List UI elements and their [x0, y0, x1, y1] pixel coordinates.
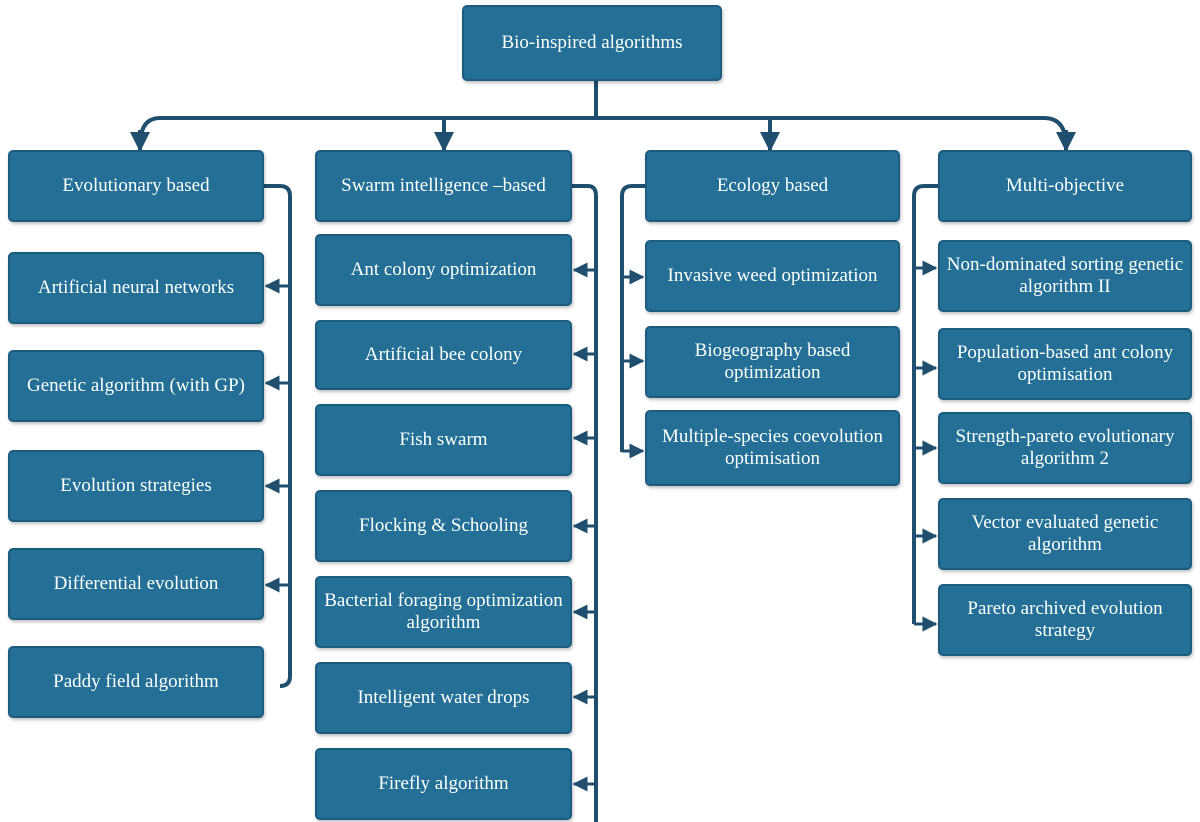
algorithm-label: Artificial bee colony	[364, 344, 523, 365]
algorithm-label: Firefly algorithm	[378, 773, 509, 794]
algorithm-node: Population-based ant colony optimisation	[938, 328, 1192, 400]
algorithm-label: Differential evolution	[53, 573, 219, 594]
algorithm-node: Bacterial foraging optimization algorith…	[315, 576, 572, 648]
root-node: Bio-inspired algorithms	[462, 5, 722, 81]
algorithm-node: Differential evolution	[8, 548, 264, 620]
algorithm-node: Firefly algorithm	[315, 748, 572, 820]
root-label: Bio-inspired algorithms	[501, 32, 683, 53]
algorithm-label: Artificial neural networks	[37, 277, 235, 298]
category-ecology: Ecology based	[645, 150, 900, 222]
algorithm-node: Evolution strategies	[8, 450, 264, 522]
algorithm-label: Genetic algorithm (with GP)	[27, 375, 245, 396]
algorithm-node: Artificial bee colony	[315, 320, 572, 390]
algorithm-label: Flocking & Schooling	[359, 515, 528, 536]
algorithm-label: Multiple-species coevolution optimisatio…	[661, 426, 884, 469]
algorithm-label: Vector evaluated genetic algorithm	[971, 512, 1159, 555]
algorithm-label: Pareto archived evolution strategy	[967, 598, 1163, 641]
algorithm-node: Strength-pareto evolutionary algorithm 2	[938, 412, 1192, 484]
algorithm-node: Pareto archived evolution strategy	[938, 584, 1192, 656]
algorithm-node: Genetic algorithm (with GP)	[8, 350, 264, 422]
algorithm-label: Paddy field algorithm	[53, 671, 219, 692]
algorithm-node: Non-dominated sorting genetic algorithm …	[938, 240, 1192, 312]
algorithm-label: Strength-pareto evolutionary algorithm 2	[955, 426, 1175, 469]
algorithm-label: Population-based ant colony optimisation	[956, 342, 1174, 385]
category-label: Evolutionary based	[62, 175, 210, 196]
category-swarm: Swarm intelligence –based	[315, 150, 572, 222]
algorithm-label: Invasive weed optimization	[667, 265, 878, 286]
algorithm-label: Intelligent water drops	[357, 687, 530, 708]
algorithm-node: Fish swarm	[315, 404, 572, 476]
algorithm-node: Paddy field algorithm	[8, 646, 264, 718]
algorithm-label: Bacterial foraging optimization algorith…	[324, 590, 563, 633]
algorithm-node: Multiple-species coevolution optimisatio…	[645, 410, 900, 486]
algorithm-label: Evolution strategies	[60, 475, 212, 496]
category-evolutionary: Evolutionary based	[8, 150, 264, 222]
algorithm-label: Non-dominated sorting genetic algorithm …	[946, 254, 1184, 297]
algorithm-label: Ant colony optimization	[350, 259, 537, 280]
algorithm-label: Biogeography based optimization	[694, 340, 851, 383]
algorithm-node: Vector evaluated genetic algorithm	[938, 498, 1192, 570]
algorithm-node: Artificial neural networks	[8, 252, 264, 324]
algorithm-node: Invasive weed optimization	[645, 240, 900, 312]
algorithm-node: Biogeography based optimization	[645, 326, 900, 398]
category-label: Multi-objective	[1005, 175, 1125, 196]
algorithm-node: Ant colony optimization	[315, 234, 572, 306]
category-multi-objective: Multi-objective	[938, 150, 1192, 222]
algorithm-label: Fish swarm	[399, 429, 488, 450]
algorithm-node: Intelligent water drops	[315, 662, 572, 734]
category-label: Ecology based	[716, 175, 829, 196]
category-label: Swarm intelligence –based	[341, 175, 546, 196]
algorithm-node: Flocking & Schooling	[315, 490, 572, 562]
